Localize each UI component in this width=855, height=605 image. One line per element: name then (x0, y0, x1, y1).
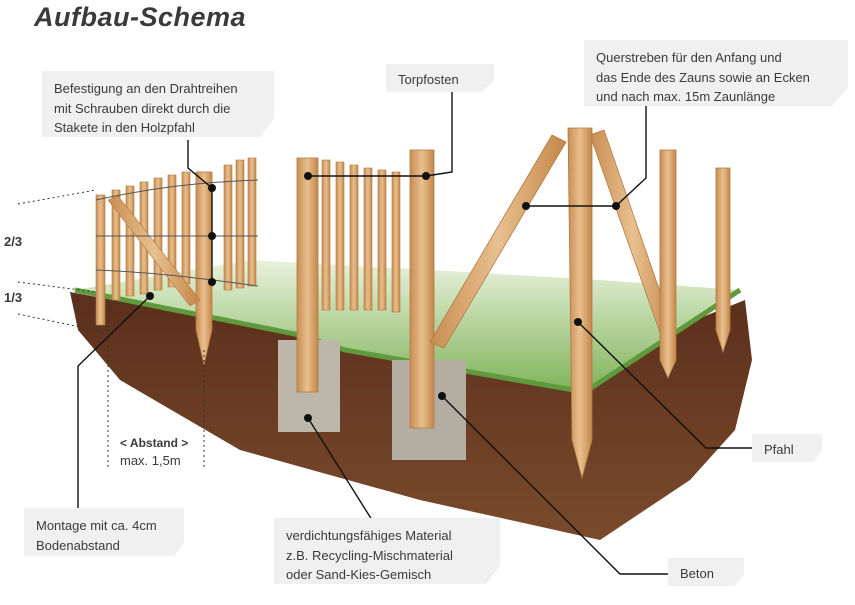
gate-post-left (296, 157, 319, 393)
grass-edge (74, 287, 742, 395)
spacing-label: < Abstand > max. 1,5m (120, 436, 188, 468)
left-post (195, 171, 213, 366)
callout-pfahl: Pfahl (752, 434, 822, 462)
callout-material: verdichtungsfähiges Material z.B. Recycl… (274, 518, 500, 584)
callout-beton: Beton (668, 558, 744, 586)
left-brace (107, 195, 201, 307)
spacing-title: < Abstand > (120, 436, 189, 450)
callout-torpfosten: Torpfosten (386, 64, 494, 92)
diagram-title: Aufbau-Schema (34, 2, 247, 32)
gate-post-right (409, 149, 435, 429)
spacing-value: max. 1,5m (120, 453, 181, 468)
gate-pickets (321, 159, 401, 313)
callout-befestigung: Befestigung an den Drahtreihen mit Schra… (42, 71, 274, 137)
post-far-2 (715, 167, 731, 354)
ratio-guides (17, 189, 205, 470)
callout-montage: Montage mit ca. 4cm Bodenabstand (24, 508, 184, 556)
ratio-lower: 1/3 (4, 290, 23, 305)
ratio-upper: 2/3 (4, 234, 23, 249)
post-far-1 (659, 149, 677, 379)
strut-left (429, 134, 567, 349)
callout-querstreben: Querstreben für den Anfang und das Ende … (584, 40, 848, 106)
main-post (567, 127, 593, 480)
leader-dots (146, 172, 620, 422)
fence-wires (95, 179, 259, 287)
